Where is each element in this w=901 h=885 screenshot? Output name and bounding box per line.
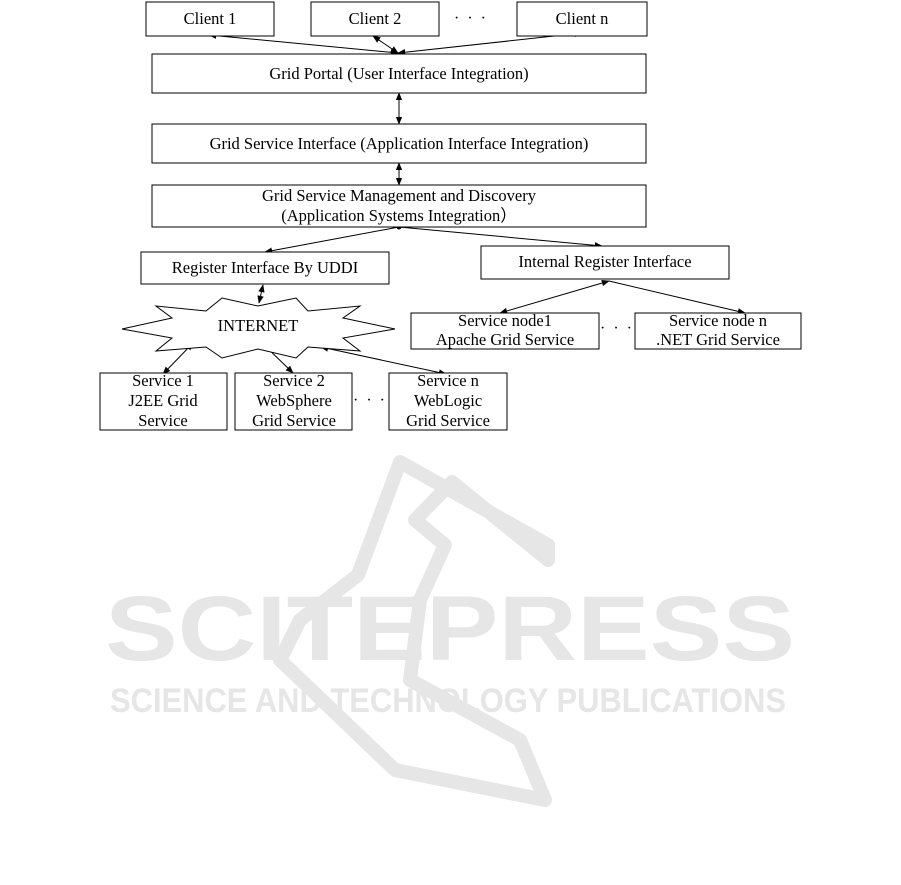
client-box-2: Client 2 — [310, 1, 440, 37]
connector-uddi-internet — [257, 284, 265, 304]
service-n-line-1: Service n — [417, 371, 479, 390]
client-row: Client 1 Client 2 · · · Client n — [145, 1, 648, 37]
service-1-line-2: J2EE Grid — [128, 391, 198, 410]
service-node-1-line-1: Service node1 — [458, 311, 552, 330]
connector-client1-portal — [208, 32, 399, 56]
watermark-name: SCITEPRESS — [105, 578, 795, 680]
watermark-logo-shape — [273, 455, 555, 807]
client-label-2: Client 2 — [349, 9, 402, 28]
service-node-n-line-2: .NET Grid Service — [656, 330, 780, 349]
internet-label: INTERNET — [218, 316, 299, 335]
service-ellipsis: · · · — [353, 392, 387, 409]
grid-service-interface-label: Grid Service Interface (Application Inte… — [210, 134, 589, 153]
service-node-box-1: Service node1 Apache Grid Service — [410, 311, 600, 350]
client-box-n: Client n — [516, 1, 648, 37]
client-label-n: Client n — [556, 9, 609, 28]
connectors — [162, 30, 746, 376]
service-1-line-3: Service — [138, 411, 187, 430]
internet-cloud: INTERNET — [121, 297, 396, 359]
internal-register-label: Internal Register Interface — [518, 252, 691, 271]
internal-register-box: Internal Register Interface — [480, 245, 730, 280]
service-node-1-line-2: Apache Grid Service — [436, 330, 574, 349]
grid-management-box: Grid Service Management and Discovery (A… — [151, 184, 647, 228]
client-box-1: Client 1 — [145, 1, 275, 37]
register-uddi-box: Register Interface By UDDI — [140, 251, 390, 285]
service-n-line-3: Grid Service — [406, 411, 490, 430]
node-ellipsis: · · · — [600, 320, 634, 337]
service-box-2: Service 2 WebSphere Grid Service — [234, 371, 353, 431]
service-2-line-1: Service 2 — [263, 371, 325, 390]
service-1-line-1: Service 1 — [132, 371, 194, 390]
connector-client2-portal — [372, 35, 399, 54]
watermark-tagline: SCIENCE AND TECHNOLOGY PUBLICATIONS — [110, 682, 786, 720]
service-2-line-3: Grid Service — [252, 411, 336, 430]
connector-internal-node1 — [499, 279, 610, 315]
grid-management-line-2: (Application Systems Integration） — [281, 206, 517, 225]
register-uddi-label: Register Interface By UDDI — [172, 258, 358, 277]
client-ellipsis: · · · — [454, 10, 488, 27]
connector-management-internal — [398, 226, 603, 249]
connector-internet-servicen — [320, 345, 447, 376]
grid-portal-box: Grid Portal (User Interface Integration) — [151, 53, 647, 94]
service-box-n: Service n WebLogic Grid Service — [388, 371, 508, 431]
connector-management-uddi — [264, 226, 400, 254]
watermark: SCITEPRESS SCIENCE AND TECHNOLOGY PUBLIC… — [105, 455, 795, 807]
service-node-n-line-1: Service node n — [669, 311, 767, 330]
service-2-line-2: WebSphere — [256, 391, 332, 410]
client-label-1: Client 1 — [184, 9, 237, 28]
service-n-line-2: WebLogic — [414, 391, 482, 410]
grid-portal-label: Grid Portal (User Interface Integration) — [269, 64, 528, 83]
grid-service-interface-box: Grid Service Interface (Application Inte… — [151, 123, 647, 164]
service-node-box-n: Service node n .NET Grid Service — [634, 311, 802, 350]
service-box-1: Service 1 J2EE Grid Service — [99, 371, 228, 431]
grid-management-line-1: Grid Service Management and Discovery — [262, 186, 537, 205]
internet-star-shape — [121, 297, 396, 359]
connector-internal-noden — [608, 280, 746, 315]
